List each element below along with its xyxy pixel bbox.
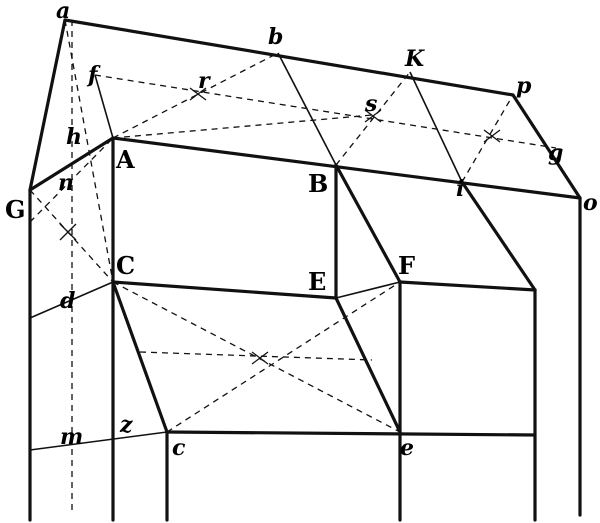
dashed-lines [29, 19, 557, 515]
label-f: f [86, 62, 101, 88]
label-o: o [583, 190, 598, 216]
label-h: h [66, 124, 82, 150]
cross-s-b [364, 109, 382, 123]
line-E-F [335, 281, 401, 299]
label-C: C [116, 251, 135, 280]
label-K: K [404, 46, 425, 72]
cross-marks [59, 87, 501, 365]
dashed-n-A [29, 137, 114, 223]
dashed-i-p [461, 94, 514, 183]
point-labels: a b K p f r s g h A B i o n G C E F d m … [5, 0, 598, 461]
label-d: d [60, 288, 75, 314]
line-C-E [111, 280, 338, 300]
cross-center-b [251, 351, 269, 365]
line-c-right [165, 430, 537, 437]
slope-B-F [334, 163, 402, 284]
dashed-B-K [335, 71, 411, 166]
ridge-line-a-p [63, 18, 515, 97]
cross-r-b [189, 87, 207, 101]
slope-i-right-wall [460, 180, 537, 292]
label-A: A [115, 145, 135, 174]
solid-lines [28, 18, 582, 522]
line-m-c [29, 431, 168, 451]
dashed-h-s [112, 114, 373, 139]
dashed-a-C [64, 19, 114, 283]
dashed-f-g [94, 74, 557, 149]
edge-p-o [511, 93, 582, 200]
slope-C-c [111, 280, 169, 434]
cross-left-b [59, 223, 77, 241]
slope-E-e [334, 296, 402, 434]
edge-a-G [28, 18, 67, 192]
cross-q-b [483, 129, 501, 143]
line-K-i [409, 71, 463, 183]
label-n: n [58, 170, 74, 196]
label-b: b [268, 24, 283, 50]
label-c: c [172, 435, 186, 461]
dashed-C-e [112, 281, 401, 433]
label-B: B [308, 169, 328, 198]
line-f-h [94, 74, 114, 139]
label-E: E [308, 267, 326, 296]
eave-line-A-o [111, 136, 582, 200]
label-s: s [364, 91, 377, 117]
dashed-mid-horizontal [139, 351, 373, 361]
dashed-G-C [29, 189, 114, 283]
line-F-right [398, 280, 537, 292]
label-z: z [119, 412, 133, 438]
label-a: a [56, 0, 70, 24]
label-F: F [398, 251, 415, 280]
thin-lines [29, 52, 463, 451]
label-G: G [5, 195, 26, 224]
label-m: m [60, 424, 83, 450]
label-g: g [548, 140, 563, 166]
dashed-c-F [166, 281, 401, 433]
label-i: i [456, 176, 464, 202]
label-r: r [198, 68, 211, 94]
label-e: e [400, 435, 414, 461]
label-p: p [516, 73, 532, 99]
